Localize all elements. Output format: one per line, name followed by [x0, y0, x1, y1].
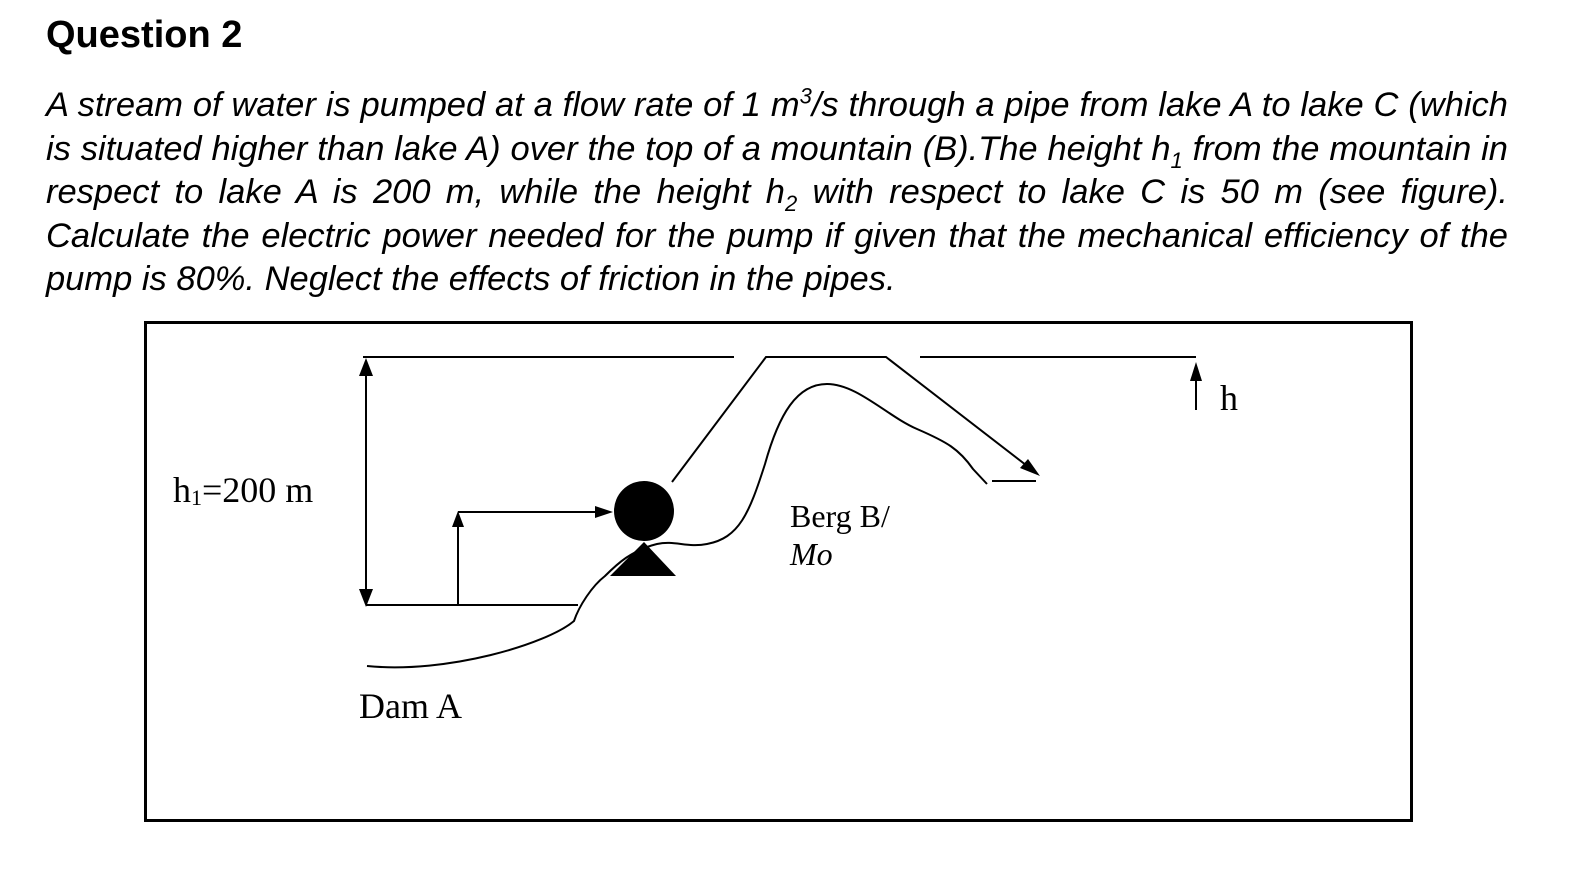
h1-label: h1=200 m [173, 470, 313, 510]
delivery-arrowhead [1020, 459, 1040, 476]
pump-inlet-arrowhead [595, 506, 613, 518]
question-text-part: with respect to lake C is 50 m (see figu… [46, 173, 1508, 298]
delivery-pipe [671, 356, 1036, 483]
intake-arrowhead [452, 511, 464, 527]
question-text-part: A stream of water is pumped at a flow ra… [46, 86, 800, 124]
h1-arrowhead-top [359, 358, 373, 376]
dam-label: Dam A [359, 686, 462, 726]
mountain-label: Berg B/ [790, 498, 890, 534]
question-text-part: /s through a pipe from lake A to lake C … [46, 86, 1508, 168]
superscript-3: 3 [799, 83, 812, 109]
question-text-part: from the mountain in respect to lake A i… [46, 129, 1508, 212]
mountain-profile [366, 382, 988, 669]
question-title: Question 2 [46, 14, 243, 56]
subscript-1: 1 [1170, 147, 1183, 173]
subscript-2: 2 [784, 190, 798, 216]
pump-stand-icon [610, 542, 676, 576]
pump-icon [614, 481, 674, 541]
diagram-figure: h1=200 m h Berg B/ Mo Dam A [144, 321, 1413, 822]
h1-arrowhead-bottom [359, 589, 373, 607]
h-label: h [1220, 378, 1238, 418]
h-arrowhead [1190, 362, 1202, 381]
mountain-label-line2: Mo [789, 536, 833, 572]
question-text: A stream of water is pumped at a flow ra… [46, 84, 1508, 302]
diagram-svg: h1=200 m h Berg B/ Mo Dam A [173, 356, 1238, 726]
